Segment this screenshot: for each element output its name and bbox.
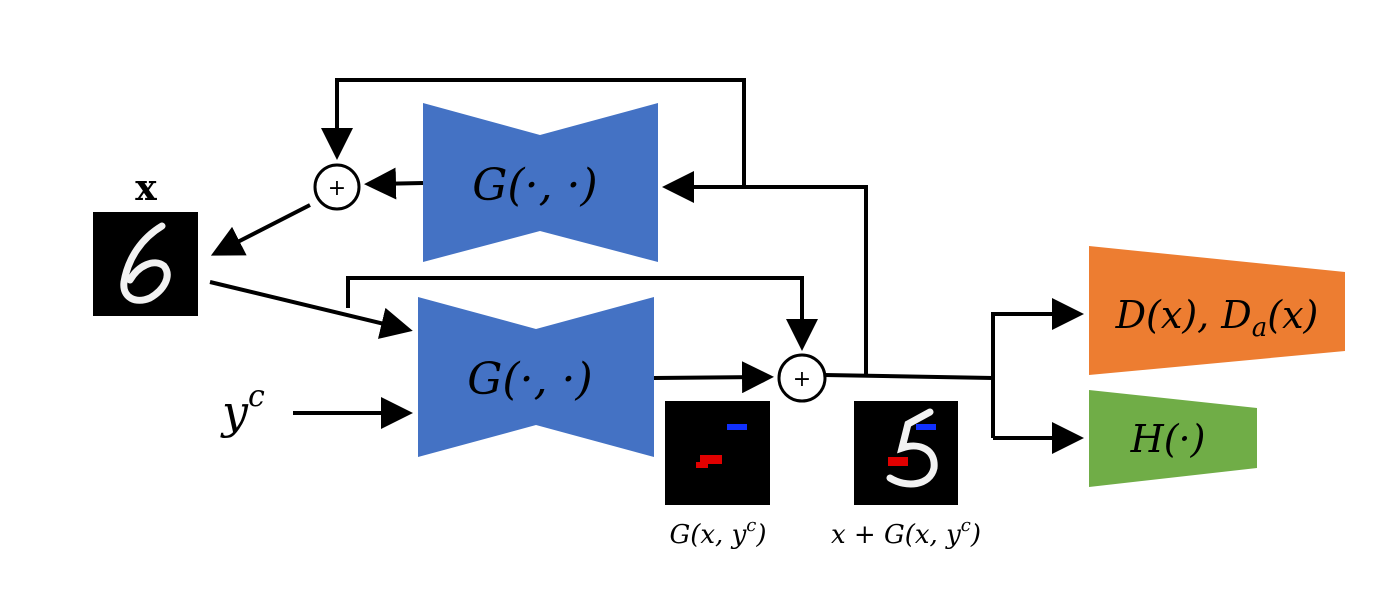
perturbation-caption-main: G(x, y	[669, 520, 746, 550]
perturbation-caption-tail: )	[755, 520, 766, 550]
sum-node-bottom-symbol: +	[793, 367, 811, 392]
generator-bottom-shape	[418, 297, 654, 457]
discriminator-label-tail: (x)	[1267, 293, 1318, 337]
skip-connection-line	[346, 276, 818, 351]
mnist-digit-adversarial-icon	[854, 401, 958, 505]
adversarial-caption-main: x + G(x, y	[831, 520, 961, 550]
gen-bottom-to-sum-arrow	[653, 361, 774, 394]
y-condition-label: yc	[220, 379, 265, 439]
y-condition-main: y	[220, 385, 249, 439]
perturbation-caption: G(x, yc)	[669, 515, 766, 550]
adversarial-caption: x + G(x, yc)	[831, 515, 981, 550]
generator-top-shape	[423, 103, 658, 262]
discriminator-label: D(x), Da(x)	[1115, 293, 1319, 343]
sum-bottom-to-branch-line	[824, 373, 994, 380]
generator-top-label: G(·, ·)	[472, 160, 597, 211]
classifier-shape	[1089, 390, 1257, 487]
gen-top-to-sum-arrow	[364, 167, 424, 200]
adversarial-caption-sup: c	[961, 515, 971, 536]
connections	[209, 78, 1084, 454]
sum-node-bottom: +	[777, 353, 827, 403]
mnist-digit-6-icon	[93, 212, 198, 316]
generator-bottom-label: G(·, ·)	[467, 354, 592, 405]
sum-node-top-symbol: +	[328, 176, 346, 201]
adversarial-caption-tail: )	[970, 520, 981, 550]
x-to-gen-bottom-arrow	[209, 280, 413, 339]
sum-node-top: +	[313, 163, 361, 211]
discriminator-shape	[1089, 246, 1345, 375]
discriminator-label-main: D(x), D	[1115, 293, 1252, 337]
feedback-to-gen-top-arrow	[662, 171, 868, 375]
x-input-label: x	[135, 167, 157, 209]
discriminator-label-sub: a	[1252, 313, 1268, 343]
sum-top-to-x-arrow	[210, 203, 311, 256]
branch-to-discriminator-arrow	[991, 298, 1084, 438]
classifier-label: H(·)	[1130, 417, 1206, 461]
perturbation-caption-sup: c	[746, 515, 756, 536]
y-condition-sup: c	[248, 379, 265, 414]
perturbation-map-icon	[665, 401, 770, 505]
top-loop-line	[321, 78, 746, 187]
